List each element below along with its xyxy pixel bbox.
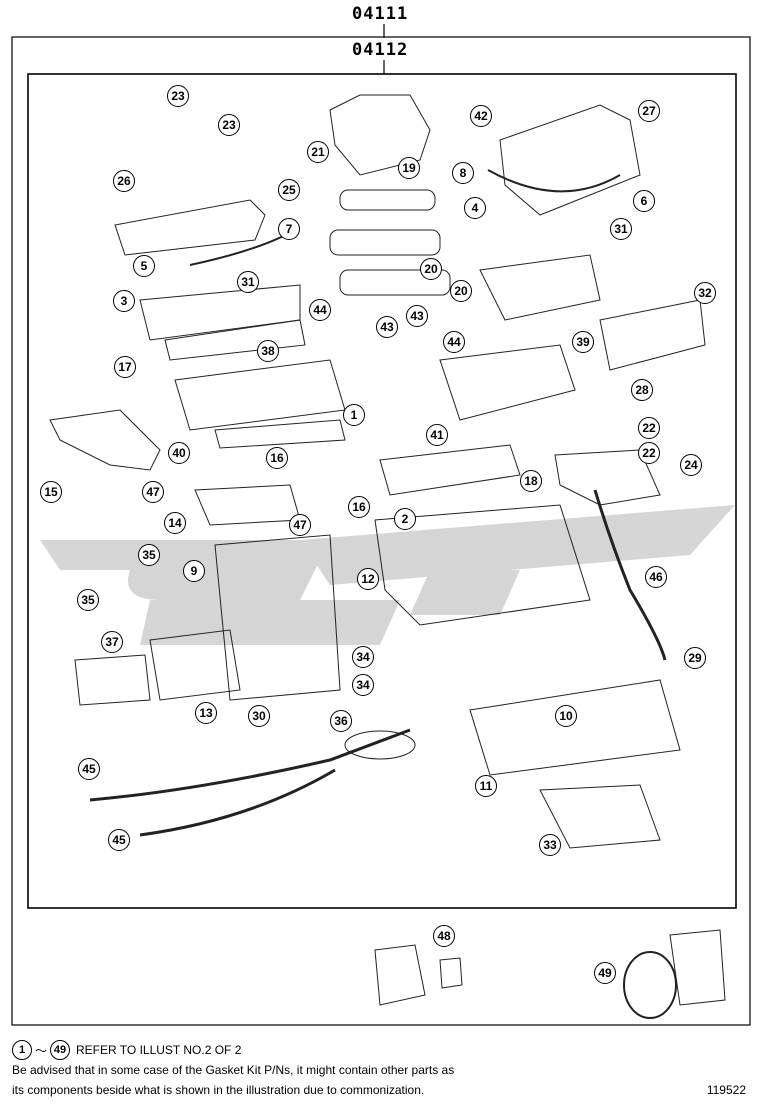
part-callout[interactable]: 6 (633, 190, 655, 212)
part-callout[interactable]: 47 (142, 481, 164, 503)
subkit-part-number: 04112 (352, 40, 409, 60)
part-callout[interactable]: 43 (376, 316, 398, 338)
part-callout[interactable]: 33 (539, 834, 561, 856)
part-callout[interactable]: 11 (475, 775, 497, 797)
part-callout[interactable]: 1 (343, 404, 365, 426)
part-callout[interactable]: 21 (307, 141, 329, 163)
part-callout[interactable]: 19 (398, 157, 420, 179)
part-callout[interactable]: 24 (680, 454, 702, 476)
range-separator: ～ (35, 1043, 48, 1058)
part-callout[interactable]: 25 (278, 179, 300, 201)
footer-range-note: 1 ～ 49 REFER TO ILLUST NO.2 OF 2 (12, 1040, 241, 1060)
part-callout[interactable]: 31 (610, 218, 632, 240)
range-start-callout: 1 (12, 1040, 32, 1060)
part-callout[interactable]: 35 (138, 544, 160, 566)
part-callout[interactable]: 45 (78, 758, 100, 780)
footer-note-line-2: its components beside what is shown in t… (12, 1083, 425, 1097)
range-text: REFER TO ILLUST NO.2 OF 2 (76, 1043, 242, 1057)
part-callout[interactable]: 43 (406, 305, 428, 327)
part-callout[interactable]: 16 (266, 447, 288, 469)
part-callout[interactable]: 5 (133, 255, 155, 277)
part-callout[interactable]: 10 (555, 705, 577, 727)
footer-note-line-1: Be advised that in some case of the Gask… (12, 1063, 455, 1077)
part-callout[interactable]: 26 (113, 170, 135, 192)
illustration-id: 119522 (706, 1083, 746, 1097)
part-callout[interactable]: 36 (330, 710, 352, 732)
part-callout[interactable]: 16 (348, 496, 370, 518)
part-callout[interactable]: 44 (443, 331, 465, 353)
part-callout[interactable]: 17 (114, 356, 136, 378)
part-callout[interactable]: 22 (638, 442, 660, 464)
watermark-logo (40, 505, 735, 645)
part-callout[interactable]: 2 (394, 508, 416, 530)
part-callout[interactable]: 35 (77, 589, 99, 611)
part-callout[interactable]: 46 (645, 566, 667, 588)
part-callout[interactable]: 44 (309, 299, 331, 321)
part-callout[interactable]: 39 (572, 331, 594, 353)
part-callout[interactable]: 8 (452, 162, 474, 184)
part-callout[interactable]: 45 (108, 829, 130, 851)
part-callout[interactable]: 27 (638, 100, 660, 122)
part-callout[interactable]: 23 (167, 85, 189, 107)
part-callout[interactable]: 48 (433, 925, 455, 947)
part-callout[interactable]: 14 (164, 512, 186, 534)
part-callout[interactable]: 23 (218, 114, 240, 136)
part-callout[interactable]: 31 (237, 271, 259, 293)
part-callout[interactable]: 42 (470, 105, 492, 127)
part-callout[interactable]: 9 (183, 560, 205, 582)
part-callout[interactable]: 41 (426, 424, 448, 446)
part-callout[interactable]: 34 (352, 674, 374, 696)
part-callout[interactable]: 40 (168, 442, 190, 464)
part-callout[interactable]: 49 (594, 962, 616, 984)
part-callout[interactable]: 7 (278, 218, 300, 240)
part-callout[interactable]: 20 (450, 280, 472, 302)
part-callout[interactable]: 37 (101, 631, 123, 653)
kit-part-number: 04111 (352, 4, 409, 24)
part-callout[interactable]: 28 (631, 379, 653, 401)
part-callout[interactable]: 12 (357, 568, 379, 590)
part-callout[interactable]: 29 (684, 647, 706, 669)
part-callout[interactable]: 13 (195, 702, 217, 724)
part-callout[interactable]: 3 (113, 290, 135, 312)
part-callout[interactable]: 22 (638, 417, 660, 439)
part-callout[interactable]: 4 (464, 197, 486, 219)
part-callout[interactable]: 18 (520, 470, 542, 492)
part-callout[interactable]: 38 (257, 340, 279, 362)
part-callout[interactable]: 20 (420, 258, 442, 280)
part-callout[interactable]: 47 (289, 514, 311, 536)
part-callout[interactable]: 32 (694, 282, 716, 304)
part-callout[interactable]: 15 (40, 481, 62, 503)
part-callout[interactable]: 34 (352, 646, 374, 668)
part-callout[interactable]: 30 (248, 705, 270, 727)
range-end-callout: 49 (50, 1040, 71, 1060)
